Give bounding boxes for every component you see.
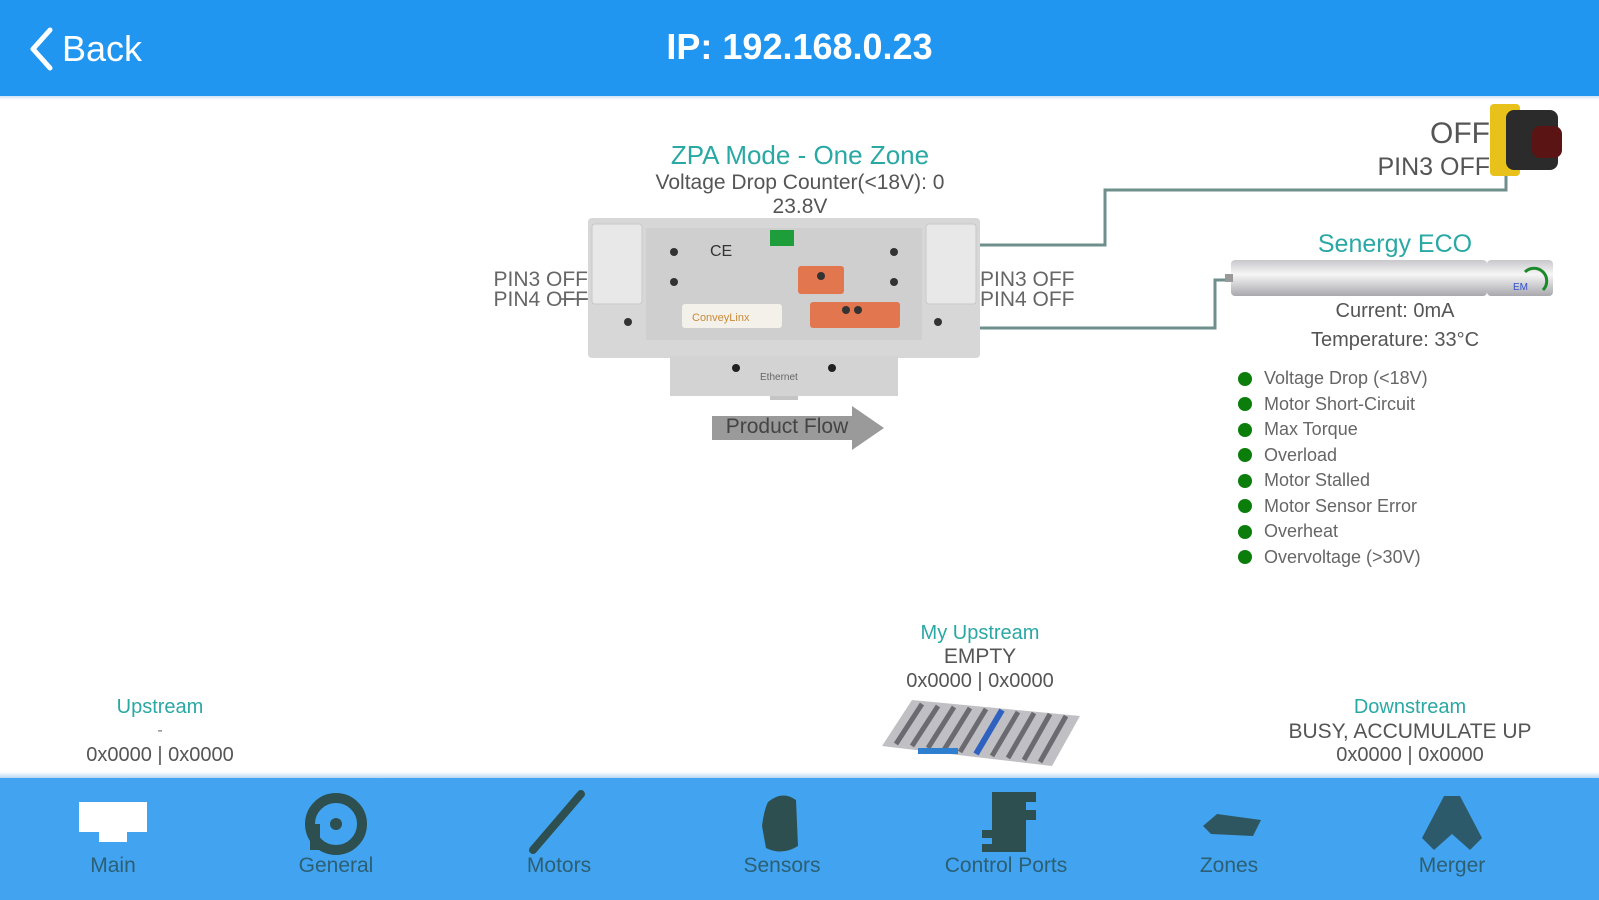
tab-sensors[interactable]: Sensors	[692, 778, 872, 900]
fault-item: Overheat	[1238, 519, 1428, 545]
fault-label: Max Torque	[1264, 419, 1358, 440]
monitor-icon	[79, 802, 147, 842]
downstream-title: Downstream	[1353, 696, 1467, 718]
voltage-drop-counter: Voltage Drop Counter(<18V): 0	[655, 171, 945, 194]
status-ok-dot-icon	[1238, 397, 1252, 412]
zone-mode-title: ZPA Mode - One Zone	[670, 140, 930, 170]
fault-item: Voltage Drop (<18V)	[1238, 366, 1428, 392]
status-ok-dot-icon	[1238, 524, 1252, 539]
motor-title: Senergy ECO	[1317, 230, 1473, 258]
tab-control-ports[interactable]: Control Ports	[916, 778, 1096, 900]
tab-label: Motors	[526, 854, 592, 877]
fault-item: Motor Short-Circuit	[1238, 392, 1428, 418]
motor-fault-list: Voltage Drop (<18V) Motor Short-Circuit …	[1238, 366, 1428, 570]
page-title: IP: 192.168.0.23	[666, 26, 933, 67]
fault-item: Motor Stalled	[1238, 468, 1428, 494]
svg-text:Ethernet: Ethernet	[760, 372, 798, 383]
photo-eye-sensor-icon[interactable]	[1486, 100, 1566, 180]
motor-roller-image[interactable]: EM	[1225, 256, 1560, 302]
tab-main[interactable]: Main	[23, 778, 203, 900]
svg-text:EM: EM	[1513, 282, 1528, 293]
left-pin3-status: PIN3 OFF	[493, 268, 588, 291]
my-upstream-hex: 0x0000 | 0x0000	[906, 670, 1054, 692]
svg-text:ConveyLinx: ConveyLinx	[692, 312, 750, 324]
motor-temperature: Temperature: 33°C	[1310, 329, 1480, 351]
general-p-icon	[305, 793, 367, 855]
product-flow-label: Product Flow	[725, 415, 849, 438]
control-port-icon	[982, 792, 1036, 852]
fault-label: Motor Stalled	[1264, 470, 1371, 491]
upstream-title: Upstream	[116, 696, 204, 718]
zone-icon	[1203, 814, 1261, 836]
bottom-tab-bar: Main General Motors Sensors Control Port…	[0, 778, 1599, 900]
left-pin4-status: PIN4 OFF	[493, 288, 588, 311]
voltage-reading: 23.8V	[772, 195, 828, 218]
fault-item: Overvoltage (>30V)	[1238, 545, 1428, 571]
sensor-pin-status: PIN3 OFF	[1377, 153, 1490, 181]
upstream-hex: 0x0000 | 0x0000	[86, 744, 234, 766]
back-button[interactable]: Back	[28, 26, 142, 72]
tab-label: Merger	[1418, 854, 1486, 877]
status-ok-dot-icon	[1238, 473, 1252, 488]
left-port-pins: PIN3 OFF PIN4 OFF	[460, 268, 588, 311]
right-pin3-status: PIN3 OFF	[980, 268, 1075, 291]
tabbar-divider	[0, 772, 1599, 778]
status-ok-dot-icon	[1238, 371, 1252, 386]
status-ok-dot-icon	[1238, 499, 1252, 514]
status-ok-dot-icon	[1238, 422, 1252, 437]
product-flow-arrow-icon	[712, 406, 884, 450]
nav-header: Back IP: 192.168.0.23	[0, 0, 1599, 96]
tab-label: General	[298, 854, 374, 877]
motor-current: Current: 0mA	[1335, 300, 1455, 322]
downstream-hex: 0x0000 | 0x0000	[1336, 744, 1484, 766]
fault-item: Max Torque	[1238, 417, 1428, 443]
fault-label: Motor Sensor Error	[1264, 495, 1418, 516]
fault-label: Voltage Drop (<18V)	[1264, 368, 1428, 389]
ethernet-module-image: Ethernet	[670, 356, 898, 400]
my-upstream-title: My Upstream	[920, 622, 1040, 644]
header-divider	[0, 96, 1599, 100]
motor-roller-icon	[529, 790, 585, 854]
sensor-state: OFF	[1430, 117, 1490, 150]
tab-label: Zones	[1199, 854, 1259, 877]
tab-general[interactable]: General	[246, 778, 426, 900]
merger-icon	[1422, 796, 1482, 850]
sensor-icon	[762, 795, 798, 852]
fault-label: Overload	[1264, 444, 1338, 465]
back-label: Back	[62, 28, 143, 69]
wire-to-sensor	[978, 170, 1508, 247]
tab-zones[interactable]: Zones	[1139, 778, 1319, 900]
tab-merger[interactable]: Merger	[1362, 778, 1542, 900]
fault-label: Overvoltage (>30V)	[1264, 546, 1421, 567]
fault-label: Motor Short-Circuit	[1264, 393, 1416, 414]
controller-device-image[interactable]: CE ConveyLinx	[588, 218, 980, 358]
tab-label: Control Ports	[944, 854, 1068, 877]
wire-to-motor	[978, 278, 1232, 330]
my-upstream-state: EMPTY	[943, 645, 1017, 668]
chevron-left-icon	[30, 27, 53, 71]
fault-item: Overload	[1238, 443, 1428, 469]
right-port-pins: PIN3 OFF PIN4 OFF	[980, 268, 1120, 311]
tab-label: Sensors	[743, 854, 821, 877]
status-ok-dot-icon	[1238, 448, 1252, 463]
tab-label: Main	[90, 854, 136, 877]
fault-label: Overheat	[1264, 521, 1339, 542]
fault-item: Motor Sensor Error	[1238, 494, 1428, 520]
right-pin4-status: PIN4 OFF	[980, 288, 1075, 311]
downstream-state: BUSY, ACCUMULATE UP	[1288, 720, 1532, 743]
svg-text:CE: CE	[710, 243, 732, 260]
conveyor-zone-image	[882, 700, 1080, 766]
upstream-state: -	[157, 722, 163, 739]
wiring-diagram	[560, 170, 1508, 330]
tab-motors[interactable]: Motors	[469, 778, 649, 900]
status-ok-dot-icon	[1238, 550, 1252, 565]
